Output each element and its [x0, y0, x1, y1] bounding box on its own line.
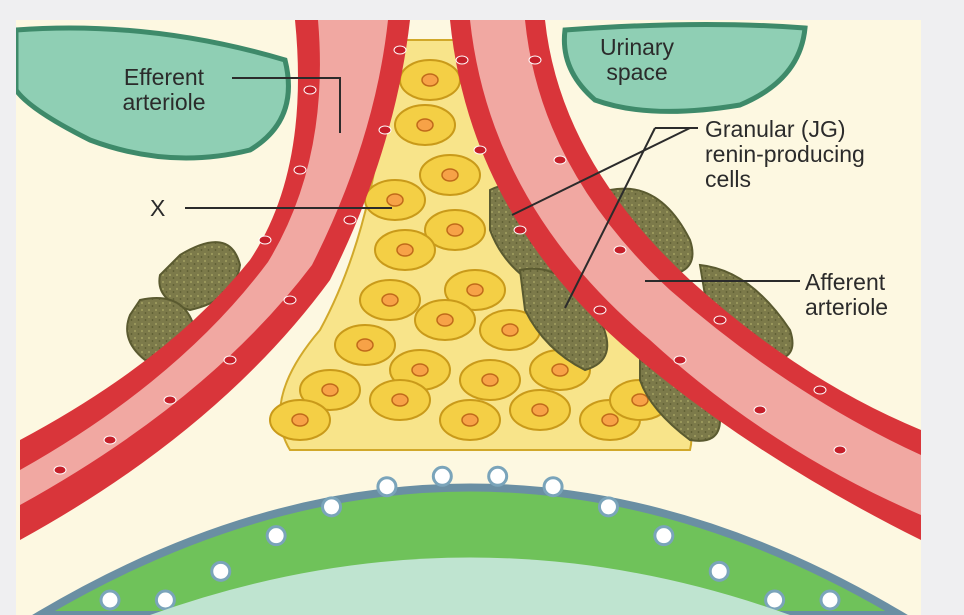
- x-label: X: [150, 195, 166, 221]
- granular-line1: Granular (JG): [705, 116, 846, 142]
- urinary-line1: Urinary: [599, 34, 675, 60]
- urinary-space-label: Urinary space: [582, 35, 692, 85]
- granular-leader-a: [511, 127, 691, 216]
- afferent-line2: arteriole: [805, 294, 889, 320]
- efferent-line2: arteriole: [122, 89, 206, 115]
- glomerulus-left: [16, 25, 291, 161]
- granular-line2: renin-producing: [705, 141, 865, 167]
- efferent-arteriole-vessel: [20, 20, 410, 540]
- efferent-leader: [232, 77, 341, 133]
- granular-line3: cells: [705, 166, 752, 192]
- afferent-arteriole-label: Afferent arteriole: [805, 270, 915, 320]
- efferent-arteriole-label: Efferent arteriole: [104, 65, 224, 115]
- granular-cells-label: Granular (JG) renin-producing cells: [705, 117, 905, 192]
- urinary-line2: space: [606, 59, 668, 85]
- granular-leader-b: [564, 127, 656, 309]
- leader-lines: [185, 77, 800, 309]
- efferent-line1: Efferent: [123, 64, 205, 90]
- afferent-line1: Afferent: [805, 269, 886, 295]
- distal-tubule: [32, 465, 908, 615]
- urinary-space-capsule: [561, 21, 808, 114]
- mesangial-cells: [269, 59, 671, 441]
